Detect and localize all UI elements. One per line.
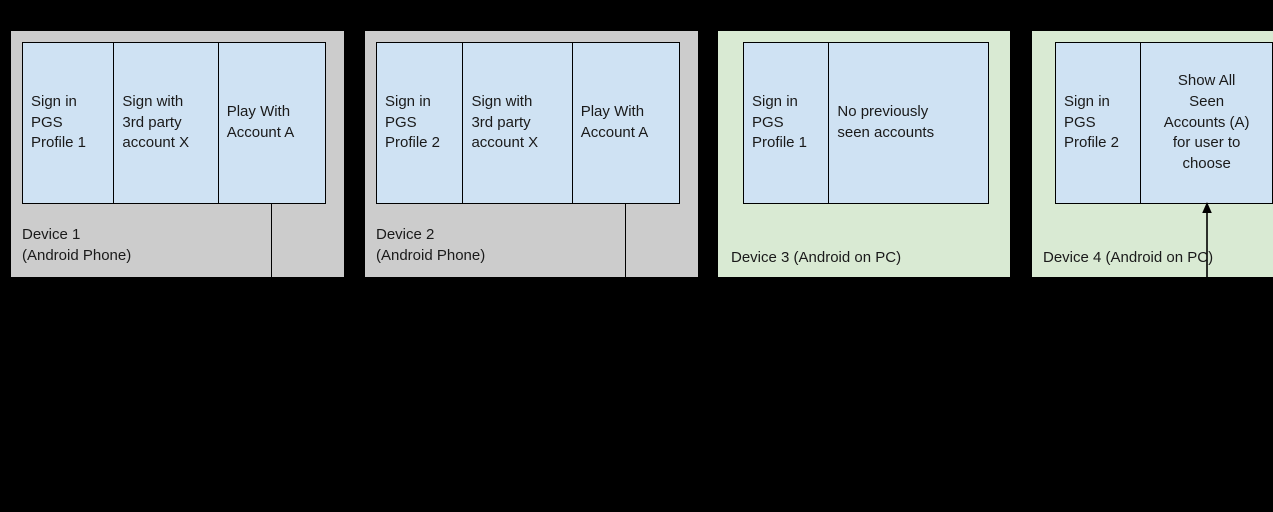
device-1-step-1[interactable]: Sign in PGS Profile 1 <box>23 43 115 203</box>
device-2-step-boxes: Sign in PGS Profile 2 Sign with 3rd part… <box>376 42 680 204</box>
device-4-step-2[interactable]: Show All Seen Accounts (A) for user to c… <box>1141 43 1272 203</box>
device-3-step-boxes: Sign in PGS Profile 1 No previously seen… <box>743 42 989 204</box>
device-4-step-1[interactable]: Sign in PGS Profile 2 <box>1056 43 1142 203</box>
device-2-step-1[interactable]: Sign in PGS Profile 2 <box>377 43 464 203</box>
device-1-step-3[interactable]: Play With Account A <box>218 43 325 203</box>
device-3-caption: Device 3 (Android on PC) <box>731 249 902 266</box>
device-1-step-boxes: Sign in PGS Profile 1 Sign with 3rd part… <box>22 42 326 204</box>
device-4-incoming-arrow <box>1202 202 1212 288</box>
device-4-step-boxes: Sign in PGS Profile 2 Show All Seen Acco… <box>1055 42 1273 204</box>
device-1-caption: Device 1 (Android Phone) <box>22 226 132 264</box>
device-4-caption: Device 4 (Android on PC) <box>1043 249 1214 266</box>
device-3-step-1[interactable]: Sign in PGS Profile 1 <box>744 43 830 203</box>
device-1-step-2[interactable]: Sign with 3rd party account X <box>114 43 219 203</box>
device-2-step-2[interactable]: Sign with 3rd party account X <box>463 43 573 203</box>
device-2-step-3[interactable]: Play With Account A <box>572 43 679 203</box>
device-3-step-2[interactable]: No previously seen accounts <box>829 43 988 203</box>
device-2-caption: Device 2 (Android Phone) <box>376 226 486 264</box>
device-1-divider-extension <box>271 203 272 277</box>
device-2-divider-extension <box>625 203 626 277</box>
